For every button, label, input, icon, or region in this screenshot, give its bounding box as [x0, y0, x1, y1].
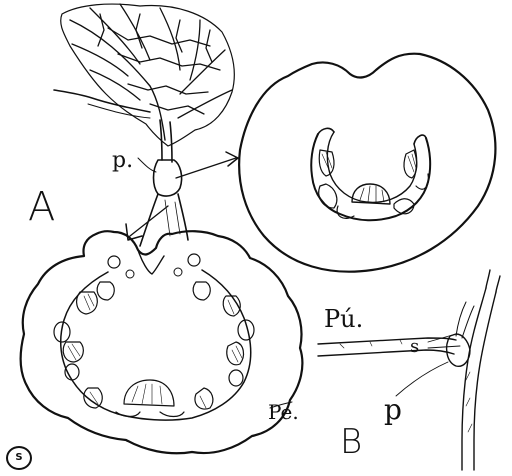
leaf-sketch [54, 4, 238, 246]
figure-b-label: B [340, 425, 362, 459]
pulvinus-cross-section [239, 54, 495, 272]
petiole-section-label: Pe. [268, 402, 299, 422]
pulvinus-b-label: p [384, 396, 402, 424]
figure-a-label: A [28, 187, 55, 227]
signature-mark: S [6, 446, 32, 470]
pulvinus-label: p. [112, 150, 133, 172]
stipels-label: s [410, 338, 419, 356]
secondary-pulvinus-label: Pú. [324, 307, 363, 331]
petiole-cross-section [21, 231, 303, 453]
